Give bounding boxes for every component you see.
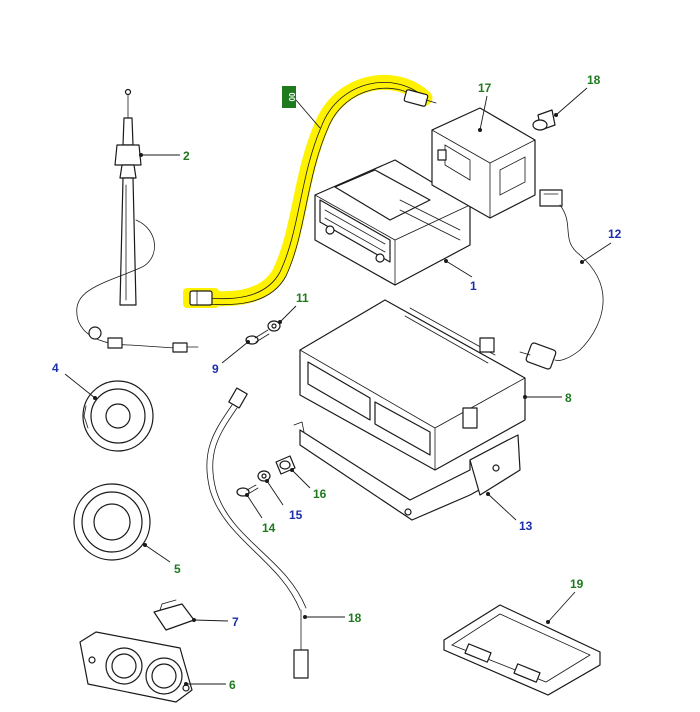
callout-6: 6 [229, 678, 236, 692]
callout-19: 19 [570, 577, 584, 591]
badge-text: 00 [287, 93, 296, 102]
speaker-trim-panel[interactable] [79, 631, 193, 703]
callout-8: 8 [565, 391, 572, 405]
callout-1: 1 [470, 279, 477, 293]
aerial-mast[interactable] [76, 88, 199, 353]
callout-7: 7 [232, 615, 239, 629]
callout-9: 9 [212, 362, 219, 376]
aerial-lead[interactable] [206, 387, 309, 679]
callout-12: 13 [519, 519, 533, 533]
callout-10: 11 [296, 291, 309, 305]
callout-16: 17 [478, 81, 492, 95]
cd-changer[interactable] [299, 299, 526, 471]
mounting-cage[interactable] [431, 107, 536, 219]
washer-10[interactable] [267, 320, 281, 332]
leader-lines [64, 87, 612, 686]
callout-2: 2 [183, 149, 190, 163]
callout-11: 12 [608, 227, 622, 241]
highlighted-aerial-lead[interactable] [183, 74, 437, 308]
washer-14[interactable] [257, 470, 271, 482]
callout-17: 18 [587, 73, 601, 87]
speaker-front[interactable] [82, 380, 154, 452]
callout-13: 14 [262, 521, 276, 535]
changer-cable[interactable] [519, 189, 604, 370]
aerial-lead-cable [204, 81, 426, 300]
callout-18: 18 [348, 611, 362, 625]
aerial-lead-socket [403, 89, 429, 107]
radio-cassette-unit[interactable] [314, 159, 471, 286]
speaker-clip[interactable] [153, 599, 195, 631]
clip[interactable] [532, 109, 556, 131]
callout-14: 15 [289, 508, 303, 522]
callout-numbers: 2 1 17 18 12 11 9 8 4 16 15 14 13 5 19 1… [52, 73, 622, 692]
callout-4: 4 [52, 361, 59, 375]
aerial-lead-plug [189, 290, 213, 306]
changer-bracket[interactable] [293, 421, 521, 521]
speaker-rear[interactable] [73, 483, 151, 561]
callout-15: 16 [313, 487, 327, 501]
amplifier-module[interactable] [443, 604, 601, 696]
highlight-badge: 00 [282, 86, 296, 108]
aerial-lead-cable-edge [204, 87, 426, 306]
callout-5: 5 [174, 562, 181, 576]
